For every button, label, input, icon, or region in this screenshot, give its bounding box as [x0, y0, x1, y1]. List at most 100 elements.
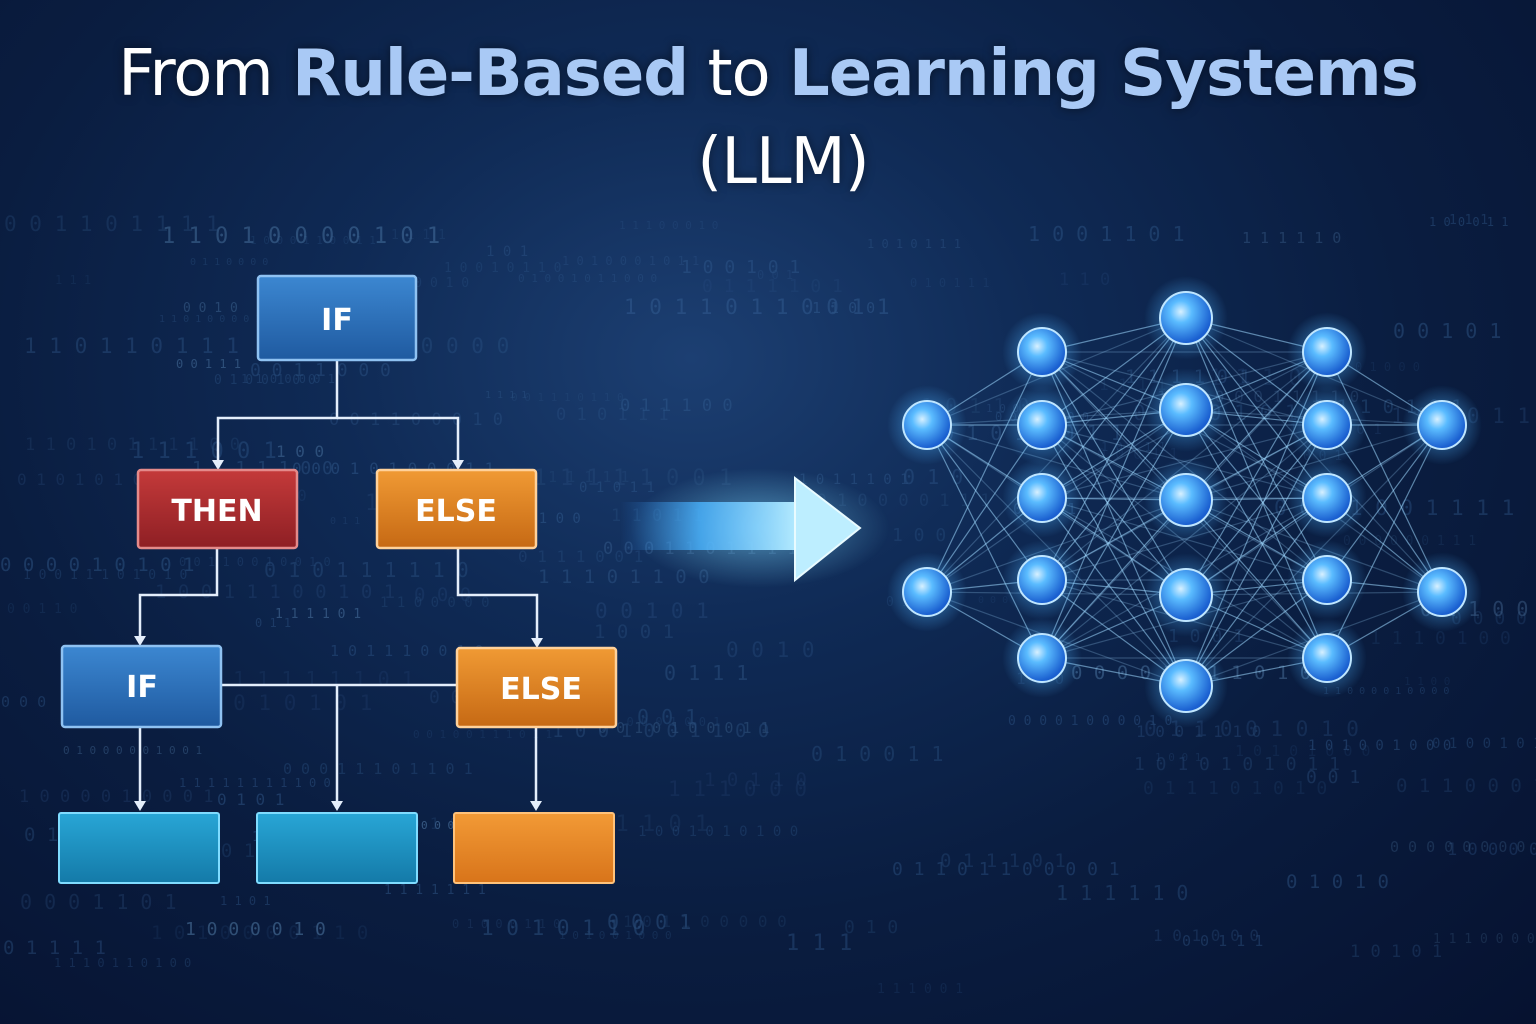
background-binary-digits: 0 1 1 0 0 0 0 — [190, 257, 268, 268]
title-highlight-rule-based: Rule-Based — [292, 37, 689, 111]
node-label-else-1: ELSE — [415, 494, 497, 529]
background-binary-digits: 0 0 1 — [1306, 767, 1360, 788]
background-binary-digits: 0 0 1 1 1 — [1182, 932, 1263, 950]
background-binary-digits: 1 1 1 1 0 1 — [275, 607, 361, 622]
connector-if-to-else — [337, 416, 460, 462]
background-binary-digits: 1 1 1 — [786, 931, 852, 956]
background-binary-digits: 0 0 1 0 1 0 0 0 1 1 — [598, 719, 770, 737]
flowchart-output-1 — [58, 812, 220, 884]
neuron-node — [1417, 400, 1467, 450]
background-binary-digits: 1 1 0 0 0 0 1 — [241, 372, 335, 386]
background-binary-digits: 1 0 1 — [486, 244, 528, 260]
transition-arrow-head — [794, 475, 862, 583]
background-binary-digits: 0 0 1 0 0 1 1 1 0 1 1 — [413, 728, 552, 741]
title-line-2: (LLM) — [697, 125, 869, 199]
background-binary-digits: 1 0 0 1 0 1 — [681, 257, 800, 278]
background-binary-digits: 0 0 0 1 1 0 1 — [20, 890, 177, 914]
flowchart-output-3 — [453, 812, 615, 884]
neuron-node — [902, 567, 952, 617]
background-binary-digits: 0 1 0 0 0 — [1355, 360, 1420, 374]
background-binary-digits: 0 1 1 1 — [664, 661, 748, 685]
background-binary-digits: 0 1 0 0 1 0 1 1 0 0 0 — [518, 272, 657, 285]
flowchart-connectors — [138, 360, 539, 803]
node-label-if-top: IF — [321, 303, 353, 338]
background-binary-digits: 0 0 1 1 0 1 1 1 1 — [4, 212, 219, 236]
node-label-then: THEN — [171, 494, 262, 529]
connector-else-to-else — [456, 548, 539, 640]
background-binary-digits: 1 1 1 — [55, 273, 91, 287]
background-binary-digits: 1 1 0 0 — [812, 299, 875, 317]
background-binary-digits: 0 0 1 0 1 — [1393, 319, 1501, 343]
neuron-node — [1159, 383, 1213, 437]
background-binary-digits: 1 0 1 0 1 0 1 0 1 1 — [1134, 754, 1340, 775]
background-binary-digits: 0 0 0 1 — [607, 910, 691, 934]
background-binary-digits: 0 1 1 1 1 1 1 1 0 1 — [185, 667, 414, 691]
background-binary-digits: 1 0 1 0 1 1 0 — [481, 916, 645, 940]
background-binary-digits: 1 0 0 0 1 0 0 1 — [612, 715, 720, 729]
neuron-node — [1302, 400, 1352, 450]
node-label-else-2: ELSE — [500, 672, 582, 707]
background-binary-digits: 0 1 0 0 1 0 1 1 0 0 0 — [1432, 736, 1536, 752]
background-binary-digits: 0 0 1 1 1 0 1 1 0 — [511, 391, 624, 404]
flowchart-node-then: THEN — [136, 468, 299, 550]
background-binary-digits: 0 1 1 — [255, 616, 291, 630]
background-binary-digits: 0 1 1 1 1 — [3, 937, 106, 959]
neural-connection — [1041, 409, 1187, 659]
background-binary-digits: 1 0 1 0 0 0 1 0 1 1 — [562, 254, 699, 268]
background-binary-digits: 1 0 1 1 0 1 1 0 0 1 1 — [624, 295, 890, 319]
background-binary-digits: 1 0 0 1 1 0 1 — [1028, 222, 1185, 246]
arrowhead-if-2 — [134, 636, 146, 646]
neural-connection — [1326, 424, 1443, 659]
title-part-3: to — [688, 37, 790, 111]
background-binary-digits: 0 1 0 0 1 0 0 — [214, 373, 316, 388]
connector-then-to-if — [138, 548, 219, 638]
background-binary-digits: 0 0 1 1 0 0 0 1 0 — [329, 410, 503, 430]
background-binary-digits: 1 1 0 1 1 0 1 1 1 — [24, 334, 239, 358]
background-binary-digits: 0 0 1 1 0 0 0 — [250, 360, 391, 381]
background-binary-digits: 0 0 1 0 1 — [595, 599, 709, 623]
background-binary-digits: 0 1 0 1 0 — [1286, 871, 1389, 893]
background-binary-digits: 0 1 1 1 1 0 1 — [702, 276, 843, 297]
background-binary-digits: 0 0 0 — [1, 693, 46, 711]
arrowhead-output-2 — [331, 801, 343, 811]
neuron-node — [1017, 400, 1067, 450]
background-binary-digits: 0 1 0 1 1 1 1 1 0 — [264, 558, 469, 582]
neuron-node — [1302, 327, 1352, 377]
background-binary-digits: 1 0 0 1 — [594, 621, 674, 643]
background-binary-digits: 0 0 1 1 1 — [176, 357, 241, 371]
background-binary-digits: 1 0 0 — [892, 525, 946, 546]
background-binary-digits: 0 1 1 1 0 0 — [620, 396, 733, 416]
background-binary-digits: 0 0 1 1 0 — [7, 602, 77, 617]
neuron-node — [1017, 633, 1067, 683]
background-binary-digits: 1 1 1 0 0 0 0 0 1 1 — [1433, 932, 1536, 947]
background-binary-digits: 1 1 1 1 1 1 1 — [384, 883, 486, 898]
background-binary-digits: 0 1 1 0 0 0 1 0 0 0 1 — [1396, 775, 1536, 797]
background-binary-digits: 1 1 0 — [1059, 270, 1110, 290]
background-binary-digits: 1 0 0 0 0 0 0 1 — [1447, 840, 1536, 860]
background-binary-digits: 0 1 0 0 1 1 — [811, 742, 943, 766]
neural-connection — [926, 424, 1043, 659]
background-binary-digits: 1 0 0 0 1 1 0 0 1 1 — [250, 234, 376, 247]
neuron-node — [1159, 473, 1213, 527]
arrowhead-else-2 — [531, 638, 543, 648]
neuron-node — [1159, 568, 1213, 622]
background-binary-digits: 0 1 1 0 1 1 0 0 0 0 1 — [892, 859, 1120, 880]
background-binary-digits: 1 1 1 0 0 0 1 0 — [619, 219, 718, 232]
background-binary-digits: 1 0 1 0 1 — [1350, 942, 1442, 962]
background-binary-digits: 1 1 0 1 0 0 0 0 1 0 1 — [162, 224, 440, 249]
arrowhead-else — [452, 460, 464, 470]
background-binary-digits: 1 0 1 1 0 0 0 0 0 — [623, 912, 787, 931]
background-binary-digits: 1 1 1 0 1 0 0 — [1370, 628, 1511, 649]
background-binary-digits: 1 0 0 0 1 1 — [1429, 215, 1508, 229]
background-binary-digits: 1 1 1 — [1449, 213, 1488, 228]
background-binary-digits: 1 1 1 1 1 0 — [1242, 229, 1341, 247]
arrowhead-output-1 — [134, 801, 146, 811]
background-binary-digits: 1 0 0 0 0 1 0 0 0 1 — [19, 787, 213, 807]
flowchart-node-if-top: IF — [256, 274, 418, 362]
background-binary-digits: 0 1 1 1 0 1 0 1 0 — [1143, 778, 1327, 799]
background-binary-digits: 0 0 1 0 — [726, 638, 815, 662]
background-binary-digits: 0 0 0 1 1 1 0 1 1 0 1 — [283, 760, 473, 778]
background-binary-digits: 0 0 0 — [978, 595, 1008, 606]
connector-if-to-then — [216, 360, 339, 462]
